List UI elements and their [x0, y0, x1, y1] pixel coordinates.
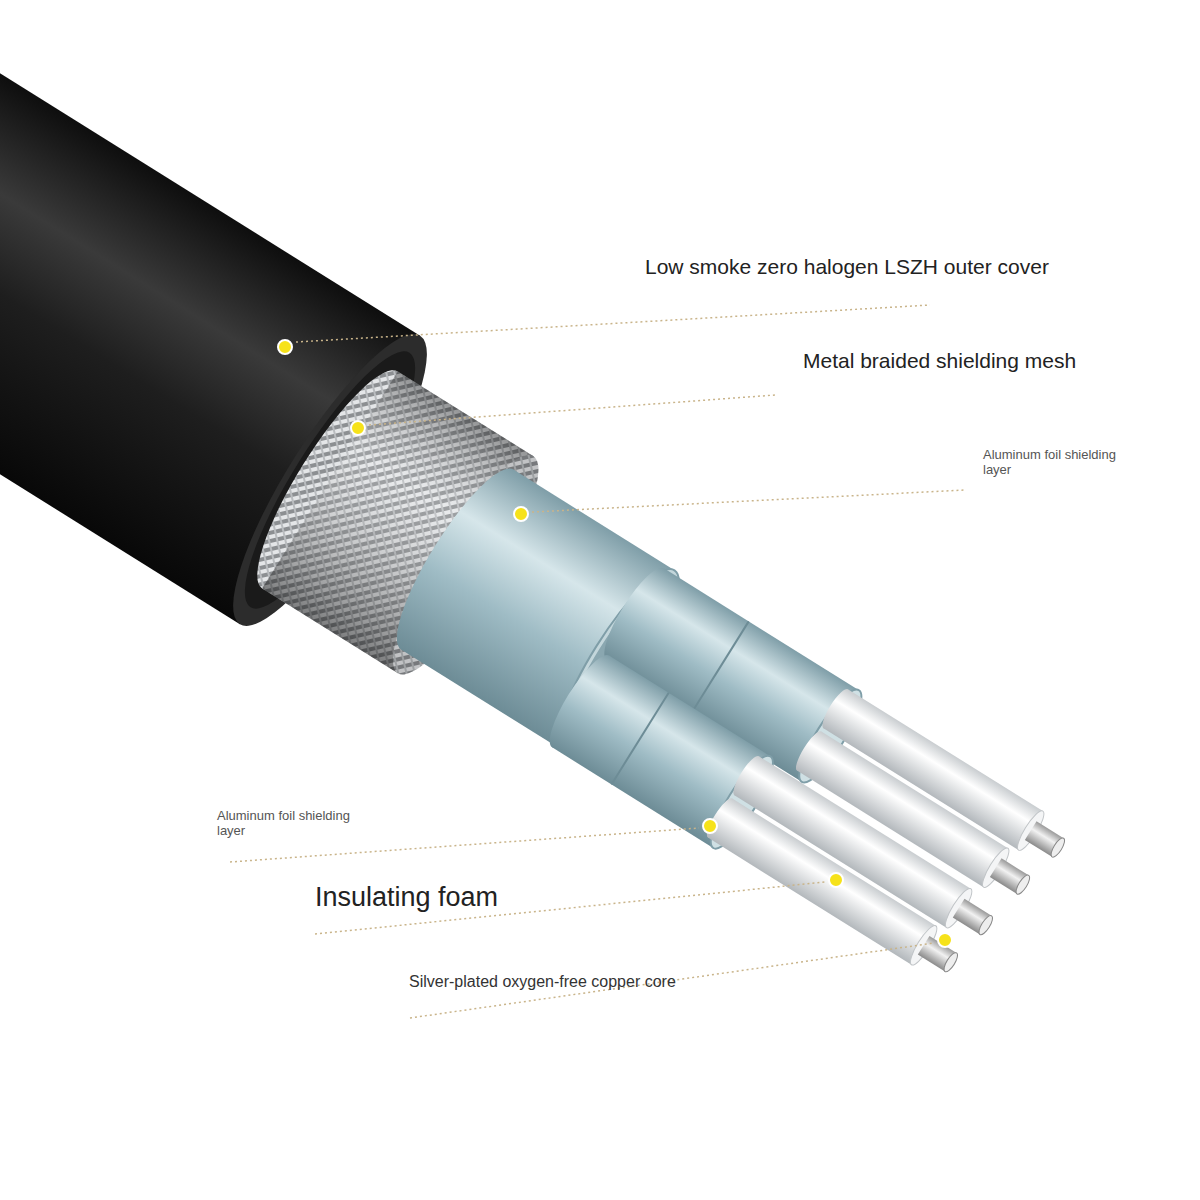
part-label: Metal braided shielding mesh — [803, 349, 1076, 373]
part-label: Aluminum foil shielding layer — [983, 448, 1133, 478]
part-label: Low smoke zero halogen LSZH outer cover — [645, 255, 1049, 279]
part-label: Silver-plated oxygen-free copper core — [409, 973, 676, 991]
part-label: Insulating foam — [315, 882, 498, 913]
part-label: Aluminum foil shielding layer — [217, 809, 367, 839]
